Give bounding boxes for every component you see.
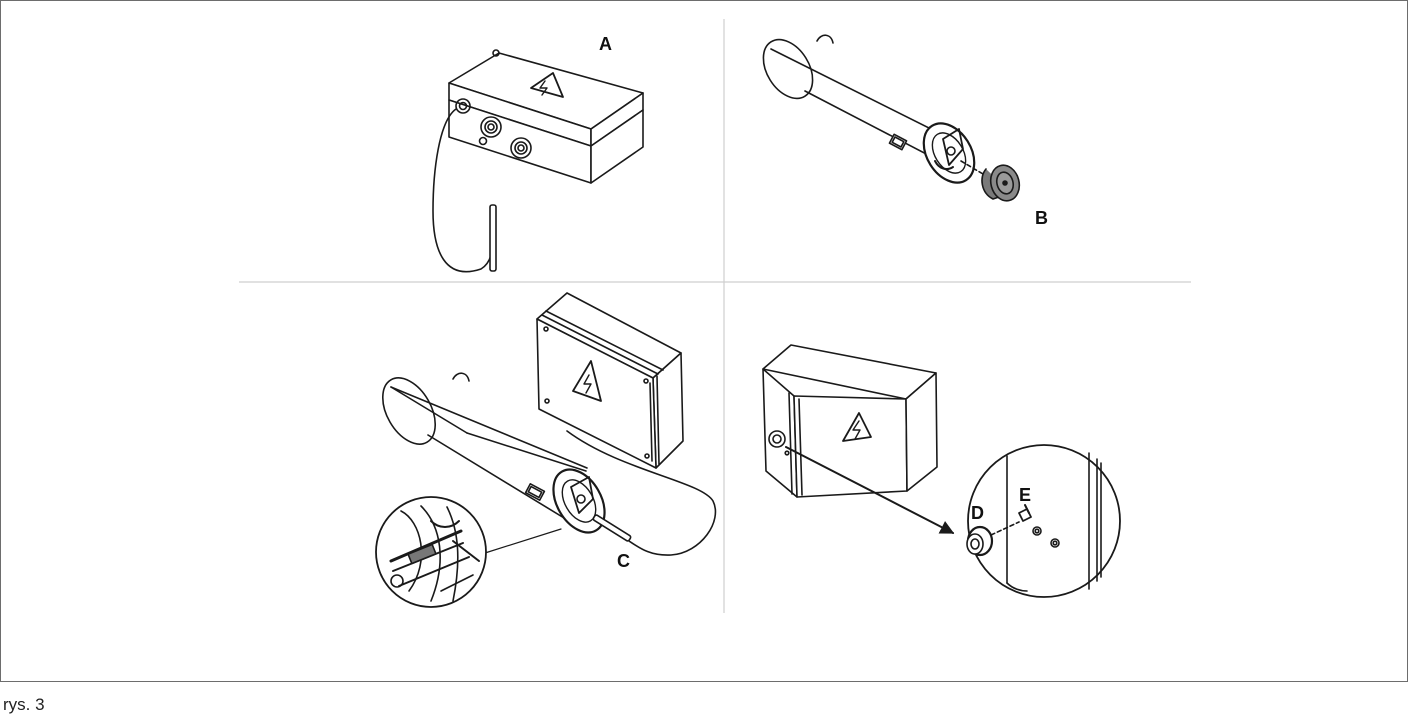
uv-lamp-with-cap <box>762 34 1021 202</box>
figure-caption: rys. 3 <box>3 695 45 714</box>
control-box-large <box>536 292 684 469</box>
sensor-cable <box>566 430 717 556</box>
lamp-end-fitting <box>922 122 976 184</box>
detail-magnifier <box>375 496 487 608</box>
warning-triangle-icon <box>842 412 872 442</box>
uv-lamp <box>381 372 606 534</box>
temperature-sensor <box>592 514 632 542</box>
figure-frame: A B C D E <box>0 0 1408 682</box>
label-a: A <box>599 34 612 54</box>
end-cap <box>981 164 1021 202</box>
temperature-sensor <box>489 204 497 272</box>
label-e: E <box>1019 485 1031 505</box>
lamp-box-sensor-assembly <box>375 292 717 608</box>
warning-triangle-icon <box>572 360 602 402</box>
assembly-diagram: A B C D E <box>239 19 1191 613</box>
plug-magnifier <box>966 444 1121 598</box>
cable-glands <box>455 98 532 159</box>
label-d: D <box>971 503 984 523</box>
plug-d <box>966 525 994 557</box>
label-c: C <box>617 551 630 571</box>
control-box-with-sensor <box>432 49 644 273</box>
control-box-front <box>762 344 938 498</box>
sensor-cable <box>432 108 494 273</box>
warning-triangle-icon <box>530 72 564 98</box>
screw-e <box>1018 504 1032 522</box>
box-plug-detail <box>762 344 1121 598</box>
label-b: B <box>1035 208 1048 228</box>
pointer-arrow <box>785 446 955 534</box>
